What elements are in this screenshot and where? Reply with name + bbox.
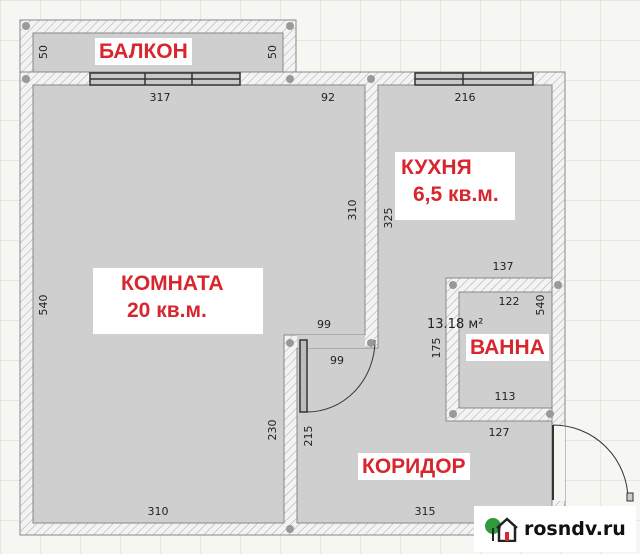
dim-label: 540 bbox=[534, 295, 547, 316]
dim-label: 317 bbox=[150, 91, 171, 104]
dim-label: 99 bbox=[330, 354, 344, 367]
dim-label: 99 bbox=[317, 318, 331, 331]
dim-label: 540 bbox=[37, 295, 50, 316]
room-door[interactable] bbox=[299, 339, 376, 413]
bath-walls bbox=[445, 277, 553, 422]
dim-label: 315 bbox=[415, 505, 436, 518]
entrance-door[interactable] bbox=[552, 424, 634, 502]
dimension-labels: 50 50 317 92 216 310 325 540 137 122 540… bbox=[37, 45, 547, 518]
bath-label: ВАННА bbox=[466, 334, 549, 361]
dim-label: 137 bbox=[493, 260, 514, 273]
watermark-logo: rosndv.ru bbox=[474, 506, 636, 552]
kitchen-name: КУХНЯ bbox=[401, 156, 472, 179]
entrance-opening bbox=[553, 425, 565, 501]
dim-label: 50 bbox=[37, 45, 50, 59]
dim-label: 122 bbox=[499, 295, 520, 308]
dim-label: 325 bbox=[382, 208, 395, 229]
corridor-label: КОРИДОР bbox=[358, 453, 470, 480]
kitchen-label: КУХНЯ 6,5 кв.м. bbox=[395, 152, 515, 220]
room-area: 20 кв.м. bbox=[127, 299, 207, 322]
area-readout: 13.18 м² bbox=[427, 317, 483, 332]
dim-label: 230 bbox=[266, 420, 279, 441]
watermark-text: rosndv.ru bbox=[524, 518, 626, 540]
dim-label: 215 bbox=[302, 426, 315, 447]
kitchen-area: 6,5 кв.м. bbox=[413, 183, 499, 206]
dim-label: 216 bbox=[455, 91, 476, 104]
wall-nodes bbox=[22, 22, 562, 533]
dim-label: 127 bbox=[489, 426, 510, 439]
dim-label: 50 bbox=[266, 45, 279, 59]
balcony-window bbox=[89, 72, 241, 86]
dim-label: 310 bbox=[148, 505, 169, 518]
balcony-label: БАЛКОН bbox=[95, 38, 192, 65]
room-name: КОМНАТА bbox=[121, 272, 224, 295]
house-tree-icon bbox=[485, 517, 518, 542]
dim-label: 310 bbox=[346, 200, 359, 221]
dim-label: 175 bbox=[430, 338, 443, 359]
room-label: КОМНАТА 20 кв.м. bbox=[93, 268, 263, 334]
door-opening bbox=[297, 335, 365, 348]
dim-label: 92 bbox=[321, 91, 335, 104]
kitchen-window bbox=[414, 72, 534, 86]
dim-label: 113 bbox=[495, 390, 516, 403]
